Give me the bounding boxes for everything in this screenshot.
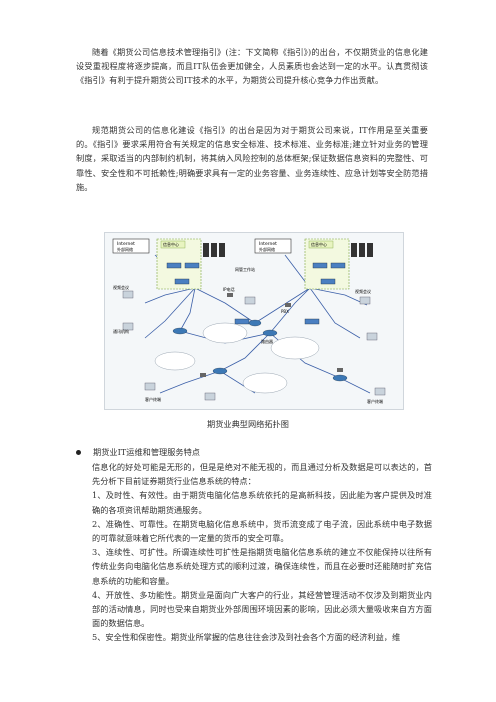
phone-icons bbox=[200, 293, 343, 377]
paragraph-1: 随着《期货公司信息技术管理指引》(注：下文简称《指引》)的出台，不仅期货业的信息… bbox=[76, 47, 428, 86]
client-label-right: 客户终端 bbox=[367, 398, 383, 404]
internet-box-right bbox=[254, 238, 292, 254]
paragraph-2: 规范期货公司的信息化建设《指引》的出台是因为对于期货公司来说，IT作用是至关重要… bbox=[76, 125, 428, 192]
list-item: 4、开放性、多功能性。期货业是面向广大客户的行业，其经营管理活动不仅涉及到期货业… bbox=[92, 589, 432, 629]
feature-list: 信息化的好处可能是无形的，但是是绝对不能无视的，而且通过分析及数据是可以表达的，… bbox=[92, 460, 432, 645]
router-label: 路由器 bbox=[261, 338, 273, 344]
list-item: 5、安全性和保密性。期货业所掌握的信息往往会涉及到社会各个方面的经济利益，维 bbox=[92, 632, 401, 643]
data-center-right-label: 信息中心 bbox=[311, 241, 327, 247]
client-label-left: 客户终端 bbox=[145, 396, 161, 402]
pbx-label: PBX bbox=[281, 309, 289, 314]
video-label-left: 视频会议 bbox=[113, 284, 129, 290]
video-label-right: 视频会议 bbox=[355, 288, 371, 294]
computer-icons bbox=[122, 290, 386, 401]
figure-caption: 期货业典型网络拓扑图 bbox=[207, 419, 289, 429]
data-center-left-label: 信息中心 bbox=[163, 241, 179, 247]
internet-label-left: Internet bbox=[117, 241, 135, 247]
list-item: 2、准确性、可靠性。在期货电脑化信息系统中，货币流变成了电子流，因此系统中电子数… bbox=[92, 518, 432, 544]
list-intro: 信息化的好处可能是无形的，但是是绝对不能无视的，而且通过分析及数据是可以表达的，… bbox=[92, 462, 432, 487]
internet-box-left bbox=[112, 238, 150, 254]
topology-diagram: Internet 外部网络 Internet 外部网络 信息中心 信息中心 bbox=[112, 238, 386, 404]
list-item: 3、连续性、可扩性。所谓连续性可扩性是指期货电脑化信息系统的建立不仅能保持以往所… bbox=[92, 547, 432, 586]
external-net-label-right: 外部网络 bbox=[259, 246, 275, 252]
bullet-heading-text: 期货业IT运维和管理服务特点 bbox=[93, 447, 200, 457]
list-item: 1、及时性、有效性。由于期货电脑化信息系统依托的是高新科技，因此能为客户提供及时… bbox=[92, 490, 432, 515]
workstation-label: 网管工作站 bbox=[235, 266, 255, 272]
wan-cloud-icons bbox=[154, 322, 320, 394]
switch-icons bbox=[166, 262, 346, 325]
internet-label-right: Internet bbox=[259, 241, 277, 247]
phone-label: IP电话 bbox=[223, 286, 235, 292]
branch-label: 通讯机构 bbox=[113, 328, 129, 334]
bullet-heading: 期货业IT运维和管理服务特点 bbox=[76, 445, 200, 459]
bullet-icon bbox=[76, 449, 81, 455]
network-topology-figure: Internet 外部网络 Internet 外部网络 信息中心 信息中心 bbox=[104, 232, 404, 410]
server-rack-icons bbox=[203, 243, 373, 257]
router-icons bbox=[172, 319, 348, 382]
external-net-label: 外部网络 bbox=[117, 246, 133, 252]
